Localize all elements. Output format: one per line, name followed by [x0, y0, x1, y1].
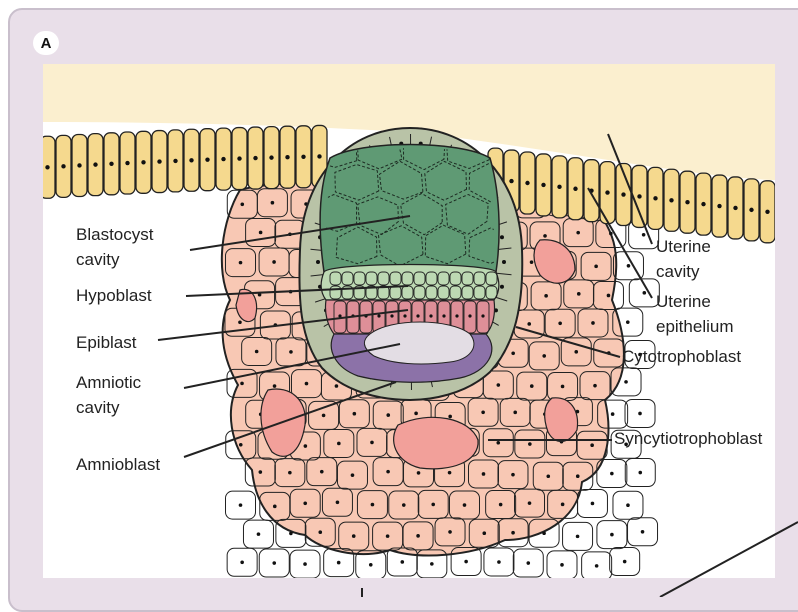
- amniotic-cavity-region: [364, 322, 473, 364]
- label-epiblast: Epiblast: [76, 330, 136, 355]
- label-amnioblast: Amnioblast: [76, 452, 160, 477]
- label-hypoblast: Hypoblast: [76, 283, 152, 308]
- label-syncytiotrophoblast: Syncytiotrophoblast: [614, 426, 762, 451]
- label-cytotrophoblast: Cytotrophoblast: [622, 344, 741, 369]
- panel-label-badge: A: [33, 31, 59, 55]
- hypoblast-layer: [321, 265, 499, 301]
